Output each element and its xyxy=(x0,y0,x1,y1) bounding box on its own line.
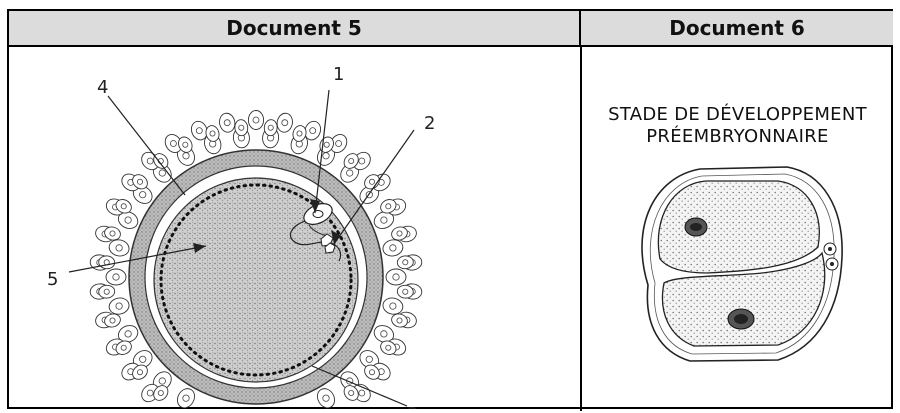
document-6-cell: STADE DE DÉVELOPPEMENT PRÉEMBRYONNAIRE xyxy=(582,47,893,409)
corona-cell xyxy=(314,386,338,409)
label-4: 4 xyxy=(97,77,108,98)
corona-cell xyxy=(218,112,236,133)
oocyte-diagram: 4 1 2 5 3 xyxy=(9,47,580,409)
two-cell-embryo-diagram xyxy=(582,47,893,409)
label-5: 5 xyxy=(47,269,58,290)
corona-cell xyxy=(174,386,198,409)
document-6-title: Document 6 xyxy=(669,16,805,40)
corona-cell xyxy=(106,269,126,285)
label-2: 2 xyxy=(424,113,435,134)
documents-table: Document 5 Document 6 xyxy=(7,9,893,409)
corona-cell xyxy=(248,111,263,130)
label-3: 3 xyxy=(407,404,418,409)
corona-cell xyxy=(386,269,406,285)
blastomere-upper xyxy=(658,181,819,273)
document-5-header: Document 5 xyxy=(9,11,581,47)
document-5-cell: 4 1 2 5 3 xyxy=(9,47,580,409)
corona-cell xyxy=(276,112,294,133)
document-6-header: Document 6 xyxy=(581,11,893,47)
document-5-title: Document 5 xyxy=(226,16,362,40)
label-1: 1 xyxy=(333,64,344,85)
